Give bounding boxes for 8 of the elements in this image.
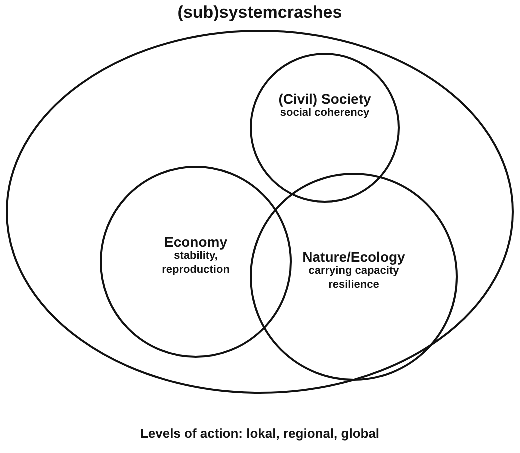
circle-description: social coherency [280,107,370,121]
circle-description: carrying capacity resilience [308,265,400,292]
circle-heading: Economy [164,234,228,250]
ellipse-heading: (sub)systemcrashes [176,3,344,23]
caption-text: Levels of action: lokal, regional, global [139,426,381,441]
circle-heading: Nature/Ecology [302,249,406,265]
circle-heading: (Civil) Society [278,91,372,107]
circle-description: stability, reproduction [161,250,231,278]
